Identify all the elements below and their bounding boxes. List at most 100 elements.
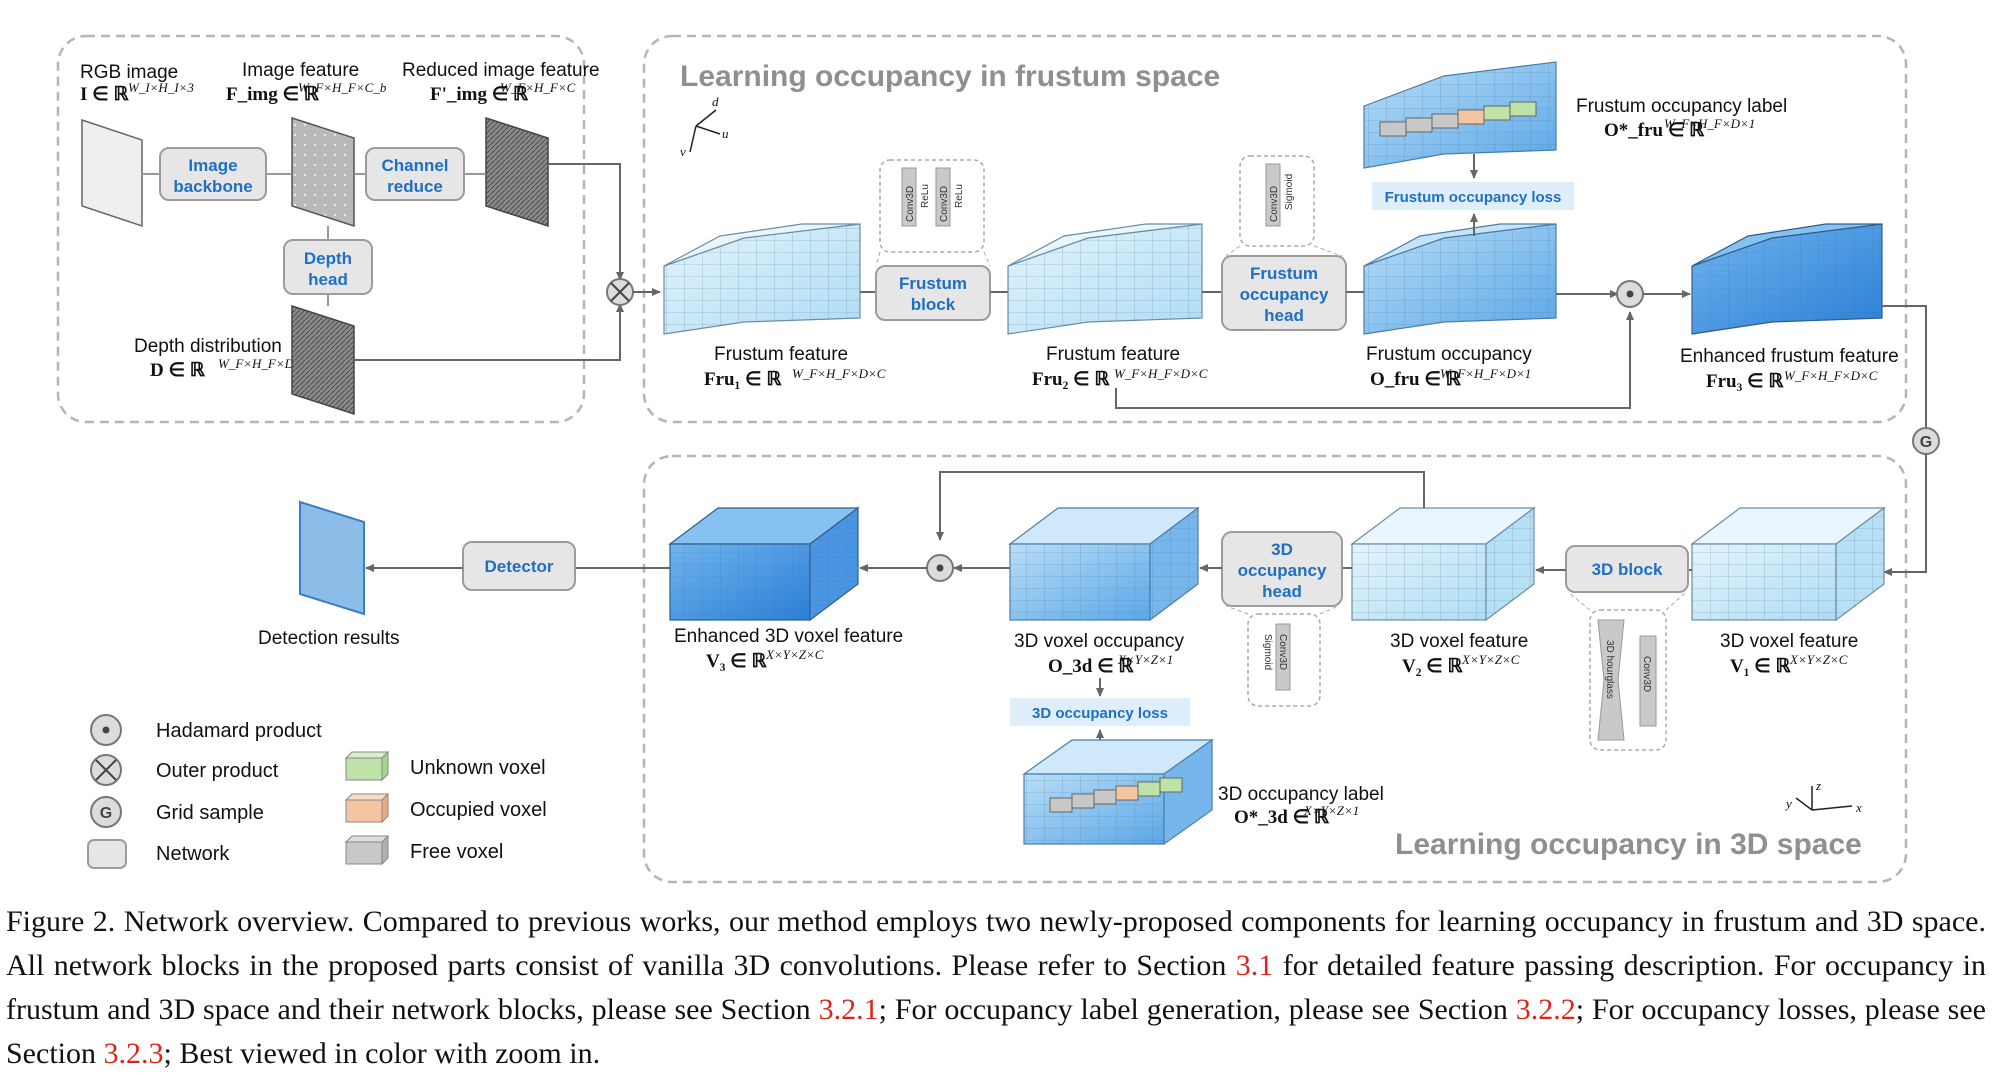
svg-text:3D: 3D: [1271, 540, 1293, 559]
image-branch-frame: [56, 34, 586, 424]
svg-text:block: block: [911, 295, 956, 314]
svg-text:Frustum: Frustum: [899, 274, 967, 293]
frustum-occupancy-head[interactable]: Frustum occupancy head: [1221, 255, 1347, 331]
space3d-section-frame: [642, 454, 1908, 884]
svg-text:Sigmoid: Sigmoid: [1284, 174, 1295, 210]
svg-text:3D hourglass: 3D hourglass: [1604, 640, 1615, 699]
svg-text:Network: Network: [156, 843, 230, 865]
section-link-3-2-1[interactable]: 3.2.1: [818, 993, 879, 1026]
svg-text:Conv3D: Conv3D: [1641, 656, 1652, 692]
network-diagram: Learning occupancy in frustum space Lear…: [56, 34, 1940, 884]
svg-text:Detector: Detector: [485, 557, 554, 576]
svg-text:Conv3D: Conv3D: [905, 186, 916, 222]
svg-text:Channel: Channel: [381, 156, 448, 175]
frustum-label-sup: W_F×H_F×D×1: [1664, 116, 1755, 131]
section-link-3-2-2[interactable]: 3.2.2: [1515, 993, 1576, 1026]
legend-network: Network: [87, 839, 230, 869]
enhanced-voxel-feature-label: Enhanced 3D voxel feature: [674, 626, 903, 647]
voxel-feature-1-label: 3D voxel feature: [1720, 631, 1858, 652]
enhanced-voxel-feature-math: V₃ ∈ ℝ: [706, 651, 767, 672]
voxel-occupancy-3d-sup: X×Y×Z×1: [1117, 652, 1173, 667]
svg-text:head: head: [1262, 582, 1302, 601]
frustum-occupancy-loss: Frustum occupancy loss: [1372, 182, 1574, 210]
detection-results-icon: [299, 500, 365, 616]
legend-hadamard: Hadamard product: [90, 714, 322, 746]
svg-text:Sigmoid: Sigmoid: [1262, 634, 1273, 670]
svg-text:G: G: [100, 805, 112, 822]
detector-block[interactable]: Detector: [462, 541, 576, 591]
frustum-feature-2-math: Fru₂ ∈ ℝ: [1032, 369, 1110, 390]
grid-sample-operator: G: [1912, 427, 1940, 455]
svg-text:head: head: [1264, 306, 1304, 325]
svg-text:Hadamard product: Hadamard product: [156, 720, 322, 742]
svg-text:Conv3D: Conv3D: [1269, 186, 1280, 222]
frustum-feature-2-label: Frustum feature: [1046, 344, 1180, 365]
section-link-3-1[interactable]: 3.1: [1235, 949, 1274, 982]
svg-text:x: x: [1855, 800, 1862, 815]
image-backbone-block[interactable]: Image backbone: [159, 147, 267, 201]
block-3d-sublayers: 3D hourglass Conv3D: [1567, 591, 1687, 751]
legend-outer-product: Outer product: [90, 754, 279, 786]
occupancy-3d-label-volume: [1022, 738, 1214, 846]
voxel-feature-2-math: V₂ ∈ ℝ: [1402, 656, 1463, 677]
frustum-feature-2-volume: [1007, 223, 1203, 335]
svg-text:d: d: [712, 94, 719, 109]
svg-text:G: G: [1920, 434, 1932, 451]
image-feature-label: Image feature: [242, 60, 359, 81]
svg-text:occupancy: occupancy: [1238, 561, 1327, 580]
svg-text:Grid sample: Grid sample: [156, 802, 264, 824]
depth-head-block[interactable]: Depth head: [283, 239, 373, 295]
image-feature-sup: W_F×H_F×C_b: [298, 80, 387, 95]
enhanced-frustum-feature-volume: [1691, 223, 1883, 335]
occupancy-3d-label-label: 3D occupancy label: [1218, 784, 1384, 805]
section-link-3-2-3[interactable]: 3.2.3: [103, 1037, 164, 1070]
frustum-label-label: Frustum occupancy label: [1576, 96, 1787, 117]
depth-distribution-icon: [291, 304, 355, 416]
frustum-occupancy-label-volume: [1363, 61, 1557, 169]
svg-text:Depth: Depth: [304, 249, 352, 268]
frustum-feature-1-math: Fru₁ ∈ ℝ: [704, 369, 782, 390]
enhanced-frustum-feature-label: Enhanced frustum feature: [1680, 346, 1899, 367]
svg-text:z: z: [1815, 778, 1821, 793]
reduced-feature-sup: W_F×H_F×C: [500, 80, 576, 95]
space3d-section-title: Learning occupancy in 3D space: [1395, 828, 1862, 861]
frustum-feature-2-sup: W_F×H_F×D×C: [1114, 366, 1208, 381]
depth-distribution-label: Depth distribution: [134, 336, 282, 357]
enhanced-frustum-feature-sup: W_F×H_F×D×C: [1784, 368, 1878, 383]
space3d-hadamard-operator: [926, 554, 954, 582]
svg-text:Conv3D: Conv3D: [939, 186, 950, 222]
frustum-block[interactable]: Frustum block: [875, 265, 991, 321]
frustum-feature-1-volume: [663, 223, 861, 335]
svg-text:Conv3D: Conv3D: [1277, 634, 1288, 670]
depth-distribution-math: D ∈ ℝ: [150, 360, 206, 381]
frustum-occupancy-math: O_fru ∈ ℝ: [1370, 369, 1462, 390]
occupancy-3d-label-sup: X×Y×Z×1: [1303, 803, 1359, 818]
enhanced-frustum-feature-math: Fru₃ ∈ ℝ: [1706, 371, 1784, 392]
voxel-occupancy-3d-math: O_3d ∈ ℝ: [1048, 656, 1134, 677]
frustum-block-sublayers: Conv3D ReLu Conv3D ReLu: [875, 159, 991, 267]
reduced-feature-label: Reduced image feature: [402, 60, 600, 81]
svg-text:Occupied voxel: Occupied voxel: [410, 799, 547, 821]
figure-caption: Figure 2. Network overview. Compared to …: [6, 905, 1986, 1070]
frustum-occupancy-label: Frustum occupancy: [1366, 344, 1532, 365]
svg-text:reduce: reduce: [387, 177, 443, 196]
svg-text:Free voxel: Free voxel: [410, 841, 503, 863]
voxel-occupancy-3d-volume: [1008, 506, 1200, 622]
block-3d[interactable]: 3D block: [1565, 545, 1689, 593]
voxel-occupancy-3d-label: 3D voxel occupancy: [1014, 631, 1185, 652]
frustum-section-title: Learning occupancy in frustum space: [680, 60, 1220, 93]
svg-text:v: v: [680, 144, 686, 159]
voxel-feature-2-label: 3D voxel feature: [1390, 631, 1528, 652]
legend-grid-sample: G Grid sample: [90, 796, 264, 828]
svg-text:Image: Image: [188, 156, 237, 175]
svg-text:occupancy: occupancy: [1240, 285, 1329, 304]
occupancy-3d-head[interactable]: 3D occupancy head: [1221, 531, 1343, 607]
svg-text:Unknown voxel: Unknown voxel: [410, 757, 546, 779]
frustum-label-math: O*_fru ∈ ℝ: [1604, 120, 1705, 141]
occ3d-head-sublayers: Conv3D Sigmoid: [1225, 605, 1339, 707]
channel-reduce-block[interactable]: Channel reduce: [365, 147, 465, 201]
frustum-head-sublayers: Conv3D Sigmoid: [1225, 155, 1343, 257]
voxel-feature-1-sup: X×Y×Z×C: [1789, 652, 1848, 667]
legend-unknown-voxel: Unknown voxel: [344, 750, 546, 782]
legend: Hadamard product Outer product G Grid sa…: [87, 714, 547, 869]
